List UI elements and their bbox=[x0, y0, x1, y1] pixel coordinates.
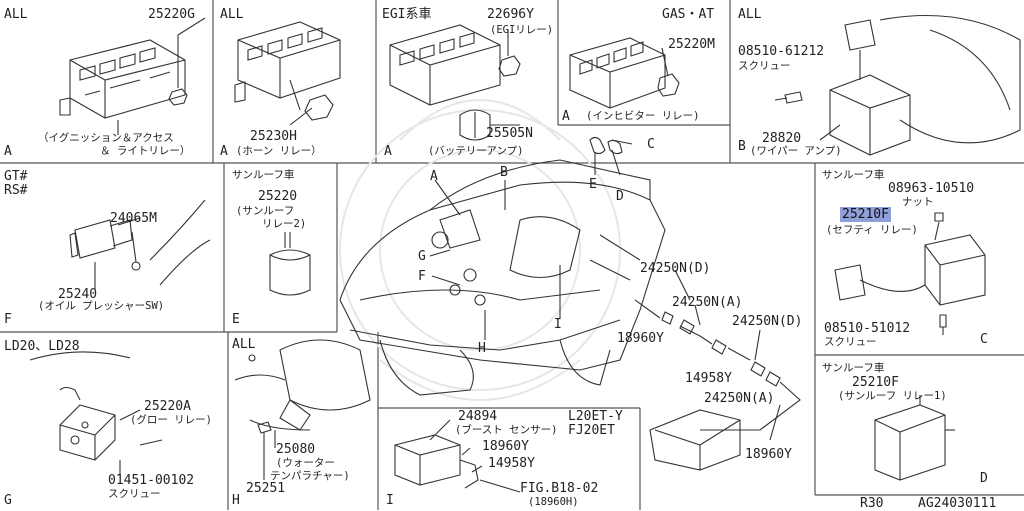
cell10-part2: 25251 bbox=[246, 481, 286, 496]
cell3-letter: A bbox=[384, 144, 392, 159]
cell8-header: サンルーフ車 bbox=[822, 169, 885, 181]
cell8-desc3: スクリュー bbox=[824, 336, 877, 348]
cell11-refsub: (18960H) bbox=[528, 496, 579, 508]
cell12-desc: (サンルーフ リレー1) bbox=[838, 390, 947, 402]
cell9-desc1: (グロー リレー) bbox=[130, 414, 212, 426]
cell9-part1: 25220A bbox=[144, 399, 191, 414]
cell6-part1: 24065M bbox=[110, 211, 157, 226]
cell3-part1: 22696Y bbox=[487, 7, 534, 22]
cell1-desc1: （イグニッション＆アクセス bbox=[38, 132, 174, 144]
cell11-hdr2: FJ20ET bbox=[568, 423, 615, 438]
cell1-desc2: ＆ ライトリレー） bbox=[100, 145, 191, 157]
cell1-part: 25220G bbox=[148, 7, 195, 22]
cell9-header: LD20、LD28 bbox=[4, 339, 80, 354]
callout-a: A bbox=[430, 169, 438, 184]
cell4-letter: A bbox=[562, 109, 570, 124]
center-part-1: 24250N(D) bbox=[640, 261, 711, 276]
callout-g: G bbox=[418, 249, 426, 264]
cell8-desc1: ナット bbox=[902, 196, 934, 208]
cell11-part1: 24894 bbox=[458, 409, 498, 424]
cell6-part2: 25240 bbox=[58, 287, 98, 302]
cell4-part: 25220M bbox=[668, 37, 715, 52]
callout-b: B bbox=[500, 165, 508, 180]
cell6-letter: F bbox=[4, 312, 12, 327]
cell3-desc1: (EGIリレー) bbox=[490, 24, 554, 36]
cell11-letter: I bbox=[386, 493, 394, 508]
cell7-header: サンルーフ車 bbox=[232, 169, 295, 181]
cell5-desc2: (ワイパー アンプ) bbox=[750, 145, 842, 157]
cell4-desc: (インヒビター リレー) bbox=[586, 110, 700, 122]
cell6-header2: RS# bbox=[4, 183, 28, 198]
cell11-desc1: (ブースト センサー) bbox=[455, 424, 558, 436]
cell2-part: 25230H bbox=[250, 129, 297, 144]
cell11-part3: 14958Y bbox=[488, 456, 535, 471]
cell9-letter: G bbox=[4, 493, 12, 508]
cell8-letter: C bbox=[980, 332, 988, 347]
cell6-desc: (オイル プレッシャーSW) bbox=[38, 300, 165, 312]
cell10-desc1: (ウォーター bbox=[276, 457, 335, 469]
cell10-header: ALL bbox=[232, 337, 256, 352]
cell8-part2-highlight: 25210F bbox=[840, 207, 891, 222]
cell2-desc: (ホーン リレー） bbox=[236, 145, 322, 157]
cell1-header: ALL bbox=[4, 7, 28, 22]
center-part-5: 24250N(A) bbox=[704, 391, 775, 406]
cell1-letter: A bbox=[4, 144, 12, 159]
callout-f: F bbox=[418, 269, 426, 284]
center-part-7: 18960Y bbox=[745, 447, 792, 462]
cell5-letter: B bbox=[738, 139, 746, 154]
callout-c: C bbox=[647, 137, 655, 152]
callout-d: D bbox=[616, 189, 624, 204]
cell7-part: 25220 bbox=[258, 189, 298, 204]
cell6-header1: GT# bbox=[4, 169, 28, 184]
cell9-part2: 01451-00102 bbox=[108, 473, 195, 488]
footer-code: AG24030111 bbox=[918, 496, 997, 511]
cell10-letter: H bbox=[232, 493, 240, 508]
cell8-part1: 08963-10510 bbox=[888, 181, 975, 196]
center-part-3: 18960Y bbox=[617, 331, 664, 346]
cell5-desc1: スクリュー bbox=[738, 60, 791, 72]
footer-model: R30 bbox=[860, 496, 884, 511]
cell8-desc2: (セフティ リレー) bbox=[826, 224, 918, 236]
cell10-desc2: テンパラチャー) bbox=[270, 470, 350, 482]
cell7-desc2: リレー2) bbox=[262, 218, 307, 230]
center-part-6: 24250N(D) bbox=[732, 314, 803, 329]
cell5-header: ALL bbox=[738, 7, 762, 22]
callout-i: I bbox=[554, 317, 562, 332]
cell11-hdr1: L20ET-Y bbox=[568, 409, 623, 424]
cell5-part2: 28820 bbox=[762, 131, 802, 146]
cell7-letter: E bbox=[232, 312, 240, 327]
cell12-header: サンルーフ車 bbox=[822, 362, 885, 374]
cell4-header: GAS・AT bbox=[662, 7, 715, 22]
cell7-desc1: (サンルーフ bbox=[236, 205, 295, 217]
cell12-part: 25210F bbox=[852, 375, 899, 390]
center-part-2: 24250N(A) bbox=[672, 295, 743, 310]
cell8-part2: 25210F bbox=[840, 207, 891, 222]
callout-e: E bbox=[589, 177, 597, 192]
cell10-part1: 25080 bbox=[276, 442, 316, 457]
cell11-ref[interactable]: FIG.B18-02 bbox=[520, 481, 599, 496]
cell2-letter: A bbox=[220, 144, 228, 159]
cell2-header: ALL bbox=[220, 7, 244, 22]
cell12-letter: D bbox=[980, 471, 988, 486]
cell3-part2: 25505N bbox=[486, 126, 533, 141]
cell5-part1: 08510-61212 bbox=[738, 44, 825, 59]
cell11-part2: 18960Y bbox=[482, 439, 529, 454]
center-part-4: 14958Y bbox=[685, 371, 732, 386]
cell3-header: EGI系車 bbox=[382, 7, 432, 22]
cell9-desc2: スクリュー bbox=[108, 488, 161, 500]
cell3-desc2: (バッテリーアンプ) bbox=[428, 145, 524, 157]
cell8-part3: 08510-51012 bbox=[824, 321, 911, 336]
callout-h: H bbox=[478, 341, 486, 356]
